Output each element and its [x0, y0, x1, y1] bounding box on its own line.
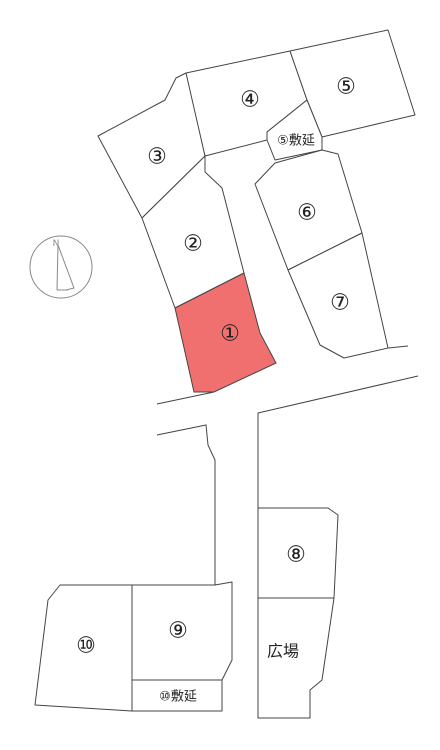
lot-8-label: ⑧	[286, 543, 306, 568]
lot-5-annex-label: ⑤敷延	[277, 134, 315, 149]
lot-5-shape[interactable]	[289, 29, 416, 138]
road-edge-lower	[257, 375, 419, 414]
lot-10-label: ⑩	[76, 634, 96, 659]
lot-10-shape[interactable]	[34, 584, 133, 712]
lot-3-label: ③	[147, 145, 167, 170]
road-edge-right	[387, 345, 409, 349]
lot-2-label: ②	[183, 232, 203, 257]
compass-icon: N	[29, 235, 93, 299]
road-edge-left-stub	[156, 424, 216, 590]
lot-7-shape[interactable]	[287, 232, 389, 359]
lot-5-label: ⑤	[336, 75, 356, 100]
lot-6-label: ⑥	[297, 201, 317, 226]
lot-9-label: ⑨	[168, 619, 188, 644]
lot-10-annex-label: ⑩敷延	[159, 690, 197, 705]
lot-1-label: ①	[220, 322, 240, 347]
road-edge-upper	[156, 391, 215, 405]
svg-text:N: N	[53, 239, 60, 249]
lot-7-label: ⑦	[330, 291, 350, 316]
plaza-label: 広場	[267, 642, 299, 661]
lot-4-label: ④	[240, 88, 260, 113]
plaza-shape[interactable]	[257, 412, 335, 719]
lot-1-shape[interactable]	[174, 272, 277, 393]
